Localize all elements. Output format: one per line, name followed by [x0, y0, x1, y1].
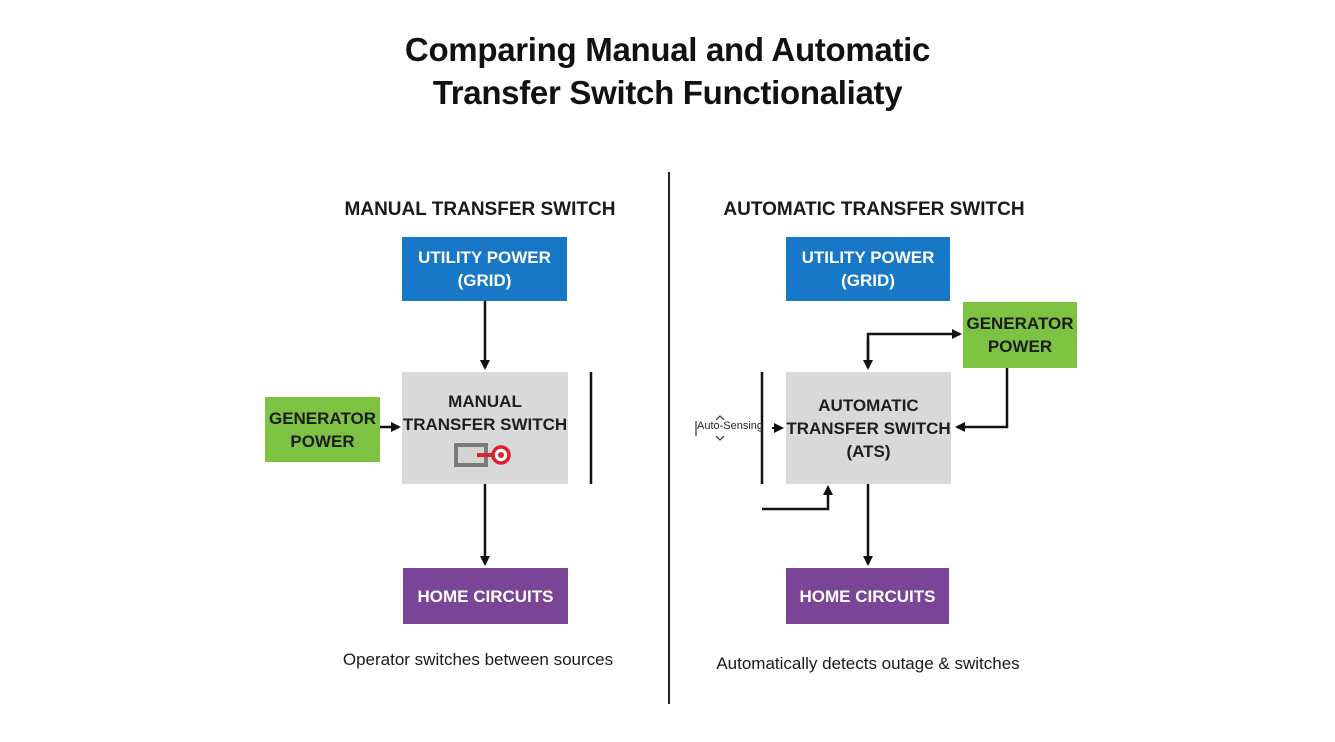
box-label: GENERATOR	[268, 408, 377, 428]
automatic-caption: Automatically detects outage & switches	[716, 654, 1020, 673]
automatic-section-heading: AUTOMATIC TRANSFER SWITCH	[723, 199, 1025, 220]
auto-utility-power-box: UTILITY POWER (GRID)	[786, 237, 950, 301]
box-label: (GRID)	[841, 271, 895, 290]
manual-caption: Operator switches between sources	[342, 650, 614, 669]
auto-sensing-label: Auto-Sensing	[697, 420, 764, 432]
box-label: HOME CIRCUITS	[417, 586, 554, 606]
manual-section-heading: MANUAL TRANSFER SWITCH	[344, 199, 616, 220]
box-label: (GRID)	[457, 271, 512, 290]
box-label: UTILITY POWER	[801, 248, 935, 267]
arrow-ats-to-generator	[866, 329, 962, 366]
manual-utility-power-box: UTILITY POWER (GRID)	[402, 237, 567, 301]
box-label: POWER	[290, 431, 355, 451]
arrow-bottom-feed-to-ats	[762, 485, 833, 511]
automatic-transfer-switch-box: AUTOMATIC TRANSFER SWITCH (ATS)	[786, 372, 951, 484]
manual-home-circuits-box: HOME CIRCUITS	[403, 568, 568, 624]
title-line-1: Comparing Manual and Automatic	[404, 31, 931, 68]
box-label: AUTOMATIC	[818, 395, 919, 415]
box-label: (ATS)	[846, 441, 891, 461]
toggle-switch-icon	[454, 443, 511, 467]
box-label: MANUAL	[448, 392, 522, 411]
autosensing-down-caret	[715, 435, 725, 441]
auto-home-circuits-box: HOME CIRCUITS	[786, 568, 949, 624]
title-line-2: Transfer Switch Functionaliaty	[432, 74, 903, 111]
auto-generator-power-box: GENERATOR POWER	[963, 302, 1077, 368]
manual-transfer-switch-box: MANUAL TRANSFER SWITCH	[402, 372, 568, 484]
box-label: GENERATOR	[966, 314, 1074, 333]
autosensing-up-caret	[715, 415, 725, 421]
box-label: TRANSFER SWITCH	[402, 415, 568, 434]
box-label: POWER	[987, 337, 1053, 356]
box-label: UTILITY POWER	[418, 248, 551, 267]
arrow-generator-to-ats	[955, 368, 1009, 432]
box-label: TRANSFER SWITCH	[786, 418, 951, 438]
center-divider	[668, 172, 670, 704]
page-title: Comparing Manual and Automatic Transfer …	[0, 28, 1335, 114]
box-label: HOME CIRCUITS	[799, 586, 936, 606]
manual-generator-power-box: GENERATOR POWER	[265, 397, 380, 462]
